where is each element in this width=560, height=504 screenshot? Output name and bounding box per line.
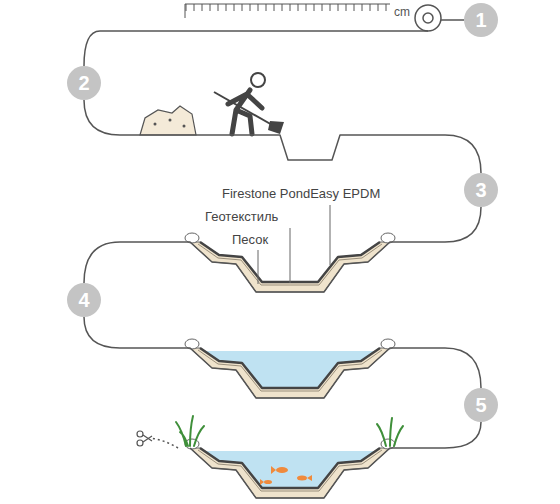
winding-path: [84, 317, 481, 398]
callout-number: 1: [475, 10, 486, 30]
step-circle: 4: [67, 283, 101, 317]
callout-number: 2: [78, 73, 89, 93]
part-label: Песок: [232, 233, 268, 248]
part-label: Геотекстиль: [205, 210, 278, 225]
step-circle: 5: [464, 388, 498, 422]
winding-path: [84, 20, 464, 66]
step-circle: 1: [464, 3, 498, 37]
callout-number: 4: [78, 290, 89, 310]
winding-path: [84, 207, 481, 292]
winding-path: [84, 100, 481, 173]
unit-label: cm: [394, 6, 410, 20]
step-circle: 2: [67, 66, 101, 100]
callout-number: 3: [475, 180, 486, 200]
part-label: Firestone PondEasy EPDM: [222, 187, 380, 202]
callout-number: 5: [475, 395, 486, 415]
step-circle: 3: [464, 173, 498, 207]
